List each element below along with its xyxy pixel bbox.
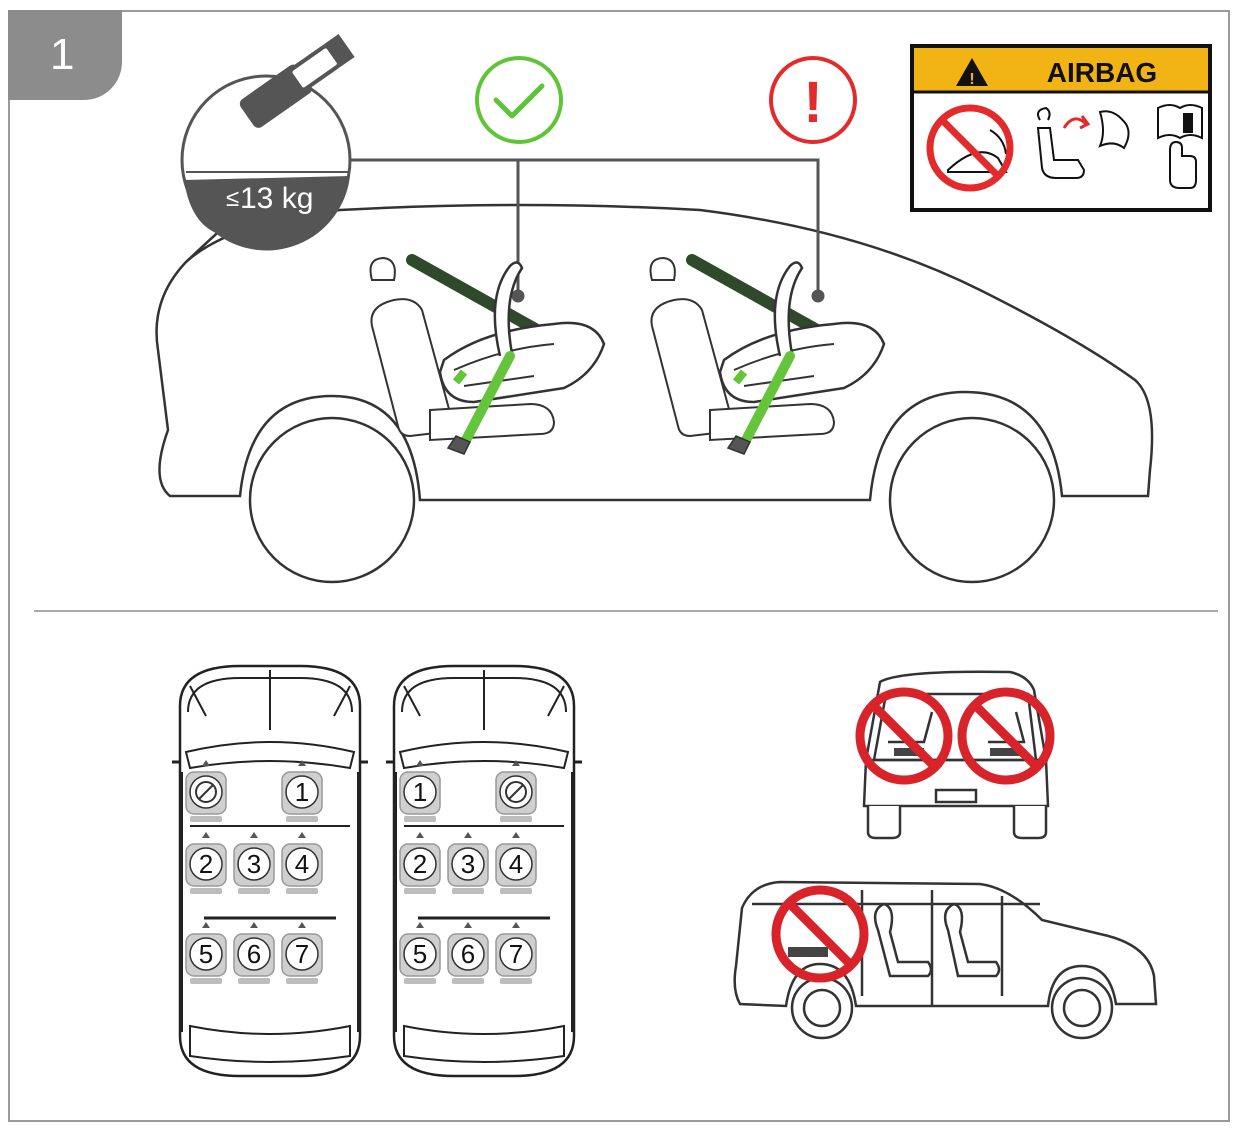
badge-connector-lines <box>348 158 825 303</box>
seat-middle-left: 2 <box>399 831 441 895</box>
step-number: 1 <box>50 30 75 79</box>
seat-front-left-prohibited <box>185 759 227 823</box>
seat-number: 6 <box>461 939 475 969</box>
airbag-title: AIRBAG <box>1047 57 1157 88</box>
check-icon <box>475 56 563 144</box>
airbag-deploy-icon <box>1036 106 1130 179</box>
seat-front-right: 1 <box>281 759 323 823</box>
instruction-frame <box>8 10 1230 1122</box>
seat-middle-center: 3 <box>233 831 275 895</box>
seat-rear-right: 7 <box>495 921 537 985</box>
car-top-view-left: 1 2 3 4 5 6 7 <box>170 664 370 1078</box>
no-rear-facing-seat-icon <box>926 104 1014 192</box>
seat-number: 3 <box>461 849 475 879</box>
seat-middle-center: 3 <box>447 831 489 895</box>
step-number-tab: 1 <box>8 10 122 100</box>
seat-rear-center: 6 <box>233 921 275 985</box>
suv-side-view <box>733 880 1158 1040</box>
seat-number: 5 <box>413 939 427 969</box>
seat-number: 2 <box>199 849 213 879</box>
manual-book-icon <box>1157 104 1203 189</box>
seat-middle-left: 2 <box>185 831 227 895</box>
warning-icon: ! <box>769 56 857 144</box>
seat-rear-left: 5 <box>185 921 227 985</box>
seat-front-left: 1 <box>399 759 441 823</box>
seat-middle-right: 4 <box>495 831 537 895</box>
infant-seat-front <box>371 258 605 454</box>
seat-number: 4 <box>295 849 309 879</box>
seatbelt-buckle-icon <box>239 34 355 128</box>
seat-number: 2 <box>413 849 427 879</box>
seat-middle-right: 4 <box>281 831 323 895</box>
svg-text:!: ! <box>969 71 974 88</box>
warning-glyph: ! <box>803 70 822 135</box>
airbag-warning-label: ! AIRBAG <box>910 44 1212 212</box>
seat-number: 1 <box>413 777 427 807</box>
weight-limit-text: 13 kg <box>240 182 313 215</box>
seat-number: 5 <box>199 939 213 969</box>
seat-number: 1 <box>295 777 309 807</box>
car-top-view-right: 1 2 3 4 5 6 7 <box>384 664 584 1078</box>
suv-rear-view <box>862 670 1050 840</box>
seat-number: 4 <box>509 849 523 879</box>
warning-triangle-icon: ! <box>956 58 988 88</box>
seat-number: 6 <box>247 939 261 969</box>
seat-rear-left: 5 <box>399 921 441 985</box>
seat-rear-right: 7 <box>281 921 323 985</box>
seat-number: 7 <box>509 939 523 969</box>
car-front-wheel <box>248 416 416 584</box>
weight-symbol: ≤ <box>226 185 239 212</box>
seat-front-right-prohibited <box>495 759 537 823</box>
infant-seat-rear <box>651 258 885 454</box>
seat-number: 7 <box>295 939 309 969</box>
seat-rear-center: 6 <box>447 921 489 985</box>
belt-weight-badge: ≤ 13 kg <box>180 34 355 251</box>
seat-number: 3 <box>247 849 261 879</box>
section-divider <box>34 610 1218 612</box>
car-rear-wheel <box>888 416 1056 584</box>
